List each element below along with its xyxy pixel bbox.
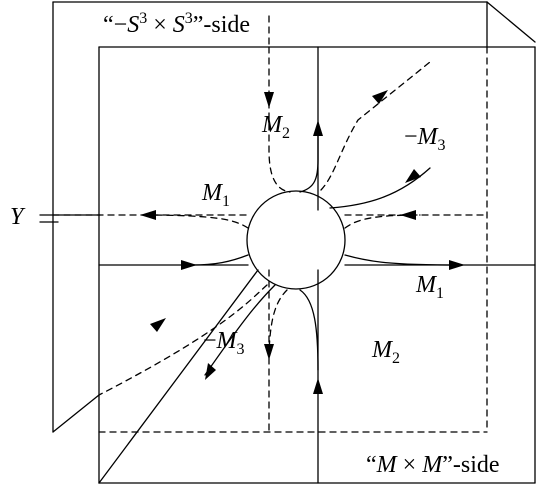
label-minus-m3-bottom: −M3 bbox=[203, 328, 245, 358]
flow-lower-left-dashed bbox=[98, 284, 268, 396]
flow-upper-right-dashed bbox=[320, 61, 431, 191]
flow-left-solid-lower bbox=[191, 254, 249, 266]
arrowheads bbox=[140, 90, 465, 394]
label-m1-right: M1 bbox=[415, 272, 444, 302]
diagonals bbox=[52, 1, 536, 484]
flow-top-left-dashed bbox=[268, 46, 291, 193]
arrow-right-lower bbox=[449, 260, 465, 270]
flow-top-right-solid bbox=[299, 124, 319, 193]
arrow-left-right-mid bbox=[400, 210, 416, 220]
center-circle bbox=[246, 190, 346, 290]
arrow-up-top-right bbox=[313, 120, 323, 136]
flow-right-solid-in bbox=[329, 167, 431, 209]
label-m2-top: M2 bbox=[261, 112, 290, 142]
bottom-side-label: “M × M”-side bbox=[366, 452, 500, 478]
flow-right-dashed-upper bbox=[344, 214, 421, 229]
flow-right-solid-out bbox=[344, 254, 461, 266]
flow-lines bbox=[98, 46, 461, 396]
arrow-up-bottom bbox=[313, 378, 323, 394]
arrow-left-mid bbox=[140, 210, 156, 220]
flow-lower-left-solid bbox=[204, 284, 276, 376]
label-minus-m3-top: −M3 bbox=[404, 124, 446, 154]
label-y: Y bbox=[10, 204, 26, 230]
top-side-label: “−S3 × S3”-side bbox=[103, 10, 250, 38]
arrow-down-top bbox=[264, 92, 274, 108]
arrow-down-lower-diag bbox=[205, 363, 216, 380]
arrow-right-mid-left bbox=[181, 260, 197, 270]
label-m2-bottom: M2 bbox=[371, 337, 400, 367]
arrow-up-right-diag bbox=[372, 90, 388, 104]
grid-lines bbox=[52, 15, 536, 484]
flow-bottom-right-solid bbox=[299, 289, 319, 371]
label-m1-left: M1 bbox=[201, 180, 230, 210]
arrow-in-right-diag bbox=[405, 169, 421, 183]
arrow-up-lower-diag bbox=[150, 318, 166, 332]
back-square bbox=[52, 1, 488, 433]
arrow-down-bottom bbox=[264, 344, 274, 360]
y-marker bbox=[39, 214, 101, 223]
flow-left-dashed-upper bbox=[139, 214, 249, 229]
